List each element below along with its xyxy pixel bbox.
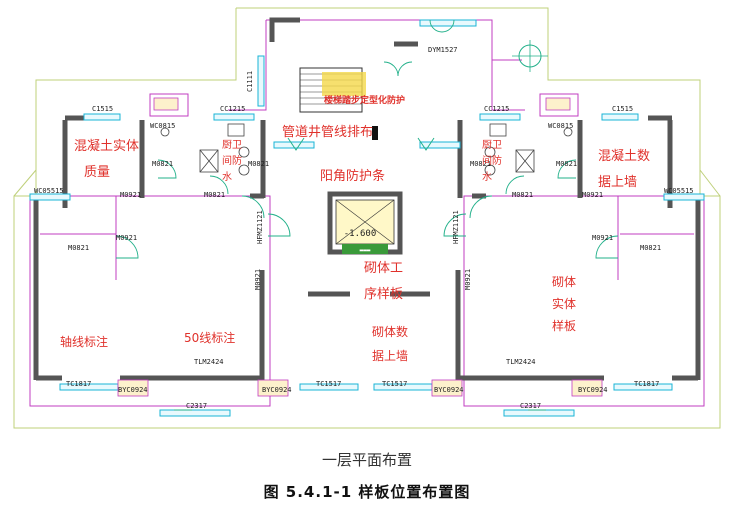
label-byc-2: BYC0924 bbox=[262, 386, 292, 394]
annot-kitchen-waterproof-r: 厨卫 间防 水 bbox=[482, 139, 502, 183]
annot-kitchen-line: 厨卫 bbox=[222, 139, 242, 151]
stair-arrow bbox=[372, 126, 378, 140]
partition-lines bbox=[29, 19, 705, 407]
drawing-subtitle: 一层平面布置 bbox=[321, 451, 412, 469]
label-m0821-d: M0821 bbox=[68, 244, 89, 252]
label-tc1817-l: TC1817 bbox=[66, 380, 91, 388]
label-byc-1: BYC0924 bbox=[118, 386, 148, 394]
annot-masonry-solid-line: 实体 bbox=[552, 296, 576, 311]
stair-highlight bbox=[322, 72, 366, 96]
annot-axis-mark: 轴线标注 bbox=[60, 334, 108, 349]
label-m0821-f: M0821 bbox=[512, 191, 533, 199]
structural-walls bbox=[33, 17, 701, 381]
annot-kitchen-line: 间防 bbox=[482, 154, 502, 167]
label-byc-4: BYC0924 bbox=[578, 386, 608, 394]
label-hfmz-r: HFMZ1121 bbox=[452, 210, 460, 244]
label-m0821-c: M0821 bbox=[248, 160, 269, 168]
label-wc05515-r: WC05515 bbox=[664, 187, 694, 195]
label-m0921-b: M0921 bbox=[116, 234, 137, 242]
label-m0821-g: M0821 bbox=[556, 160, 577, 168]
label-cc1215-r: CC1215 bbox=[484, 105, 509, 113]
label-wc0815-l: WC0815 bbox=[150, 122, 175, 130]
annot-line50: 50线标注 bbox=[184, 330, 235, 345]
annot-kitchen-line: 水 bbox=[222, 171, 232, 183]
annot-kitchen-line: 间防 bbox=[222, 154, 242, 167]
annot-concrete-quality-line: 质量 bbox=[84, 165, 110, 180]
elevation-mark: -1.600 bbox=[344, 229, 377, 239]
balconies bbox=[117, 97, 603, 397]
label-c1515-r: C1515 bbox=[612, 105, 633, 113]
label-cc1215-l: CC1215 bbox=[220, 105, 245, 113]
label-tlm-r: TLM2424 bbox=[506, 358, 536, 366]
label-m0921-d: M0921 bbox=[592, 234, 613, 242]
annot-masonry-process-line: 序样板 bbox=[364, 287, 403, 302]
elevator-sign: ▬▬▬ bbox=[360, 247, 371, 254]
label-c1515-l: C1515 bbox=[92, 105, 113, 113]
label-dym: DYM1527 bbox=[428, 46, 458, 54]
corner-guard-left bbox=[287, 137, 305, 151]
annot-masonry-process: 砌体工 序样板 bbox=[364, 261, 403, 302]
annot-masonry-solid: 砌体 实体 样板 bbox=[552, 275, 576, 333]
label-m0821-e: M0821 bbox=[470, 160, 491, 168]
annot-masonry-solid-line: 砌体 bbox=[552, 275, 576, 289]
floor-plan: ▬▬▬ -1.600 bbox=[13, 7, 721, 429]
annot-concrete-data-line: 混凝土数 bbox=[598, 148, 650, 164]
elevator-sign-plate bbox=[342, 244, 388, 254]
label-c2317-l: C2317 bbox=[186, 402, 207, 410]
label-m0821-h: M0821 bbox=[640, 244, 661, 252]
label-hfmz-l: HFMZ1121 bbox=[256, 210, 264, 244]
annot-masonry-solid-line: 样板 bbox=[552, 318, 576, 333]
annot-kitchen-line: 厨卫 bbox=[482, 139, 502, 151]
label-tc1517-r: TC1517 bbox=[382, 380, 407, 388]
annot-concrete-data: 混凝土数 据上墙 bbox=[598, 148, 650, 190]
annot-concrete-quality-line: 混凝土实体 bbox=[74, 138, 139, 154]
fixtures bbox=[160, 123, 573, 176]
annot-kitchen-line: 水 bbox=[482, 171, 492, 183]
annot-stair-guard: 楼梯踏步定型化防护 bbox=[324, 94, 405, 106]
windows bbox=[29, 19, 705, 417]
annot-masonry-data-line: 砌体数 bbox=[372, 324, 408, 339]
label-wc0815-r: WC0815 bbox=[548, 122, 573, 130]
label-m0921-e: M0921 bbox=[254, 269, 262, 290]
annot-masonry-data: 砌体数 据上墙 bbox=[372, 324, 408, 363]
label-byc-3: BYC0924 bbox=[434, 386, 464, 394]
annot-corner-guard: 阳角防护条 bbox=[320, 168, 385, 184]
annot-masonry-process-line: 砌体工 bbox=[364, 261, 403, 276]
site-outline bbox=[13, 7, 721, 429]
label-tc1817-r: TC1817 bbox=[634, 380, 659, 388]
label-m0921-f: M0921 bbox=[464, 269, 472, 290]
label-tc1517-l: TC1517 bbox=[316, 380, 341, 388]
label-m0921-c: M0921 bbox=[582, 191, 603, 199]
label-m0821-b: M0821 bbox=[204, 191, 225, 199]
label-m0921-a: M0921 bbox=[120, 191, 141, 199]
annot-pipe-layout: 管道井管线排布 bbox=[282, 125, 373, 140]
annot-masonry-data-line: 据上墙 bbox=[372, 349, 408, 363]
label-wc05515-l: WC05515 bbox=[34, 187, 64, 195]
door-swings bbox=[115, 19, 619, 259]
label-c2317-r: C2317 bbox=[520, 402, 541, 410]
figure-caption: 图 5.4.1-1 样板位置布置图 bbox=[263, 483, 471, 501]
annot-kitchen-waterproof-l: 厨卫 间防 水 bbox=[222, 139, 242, 183]
annot-concrete-quality: 混凝土实体 质量 bbox=[74, 138, 139, 180]
corner-guard-right bbox=[417, 137, 435, 151]
label-tlm-l: TLM2424 bbox=[194, 358, 224, 366]
annot-concrete-data-line: 据上墙 bbox=[598, 175, 637, 190]
label-m0821-a: M0821 bbox=[152, 160, 173, 168]
label-c1111: C1111 bbox=[246, 71, 254, 92]
